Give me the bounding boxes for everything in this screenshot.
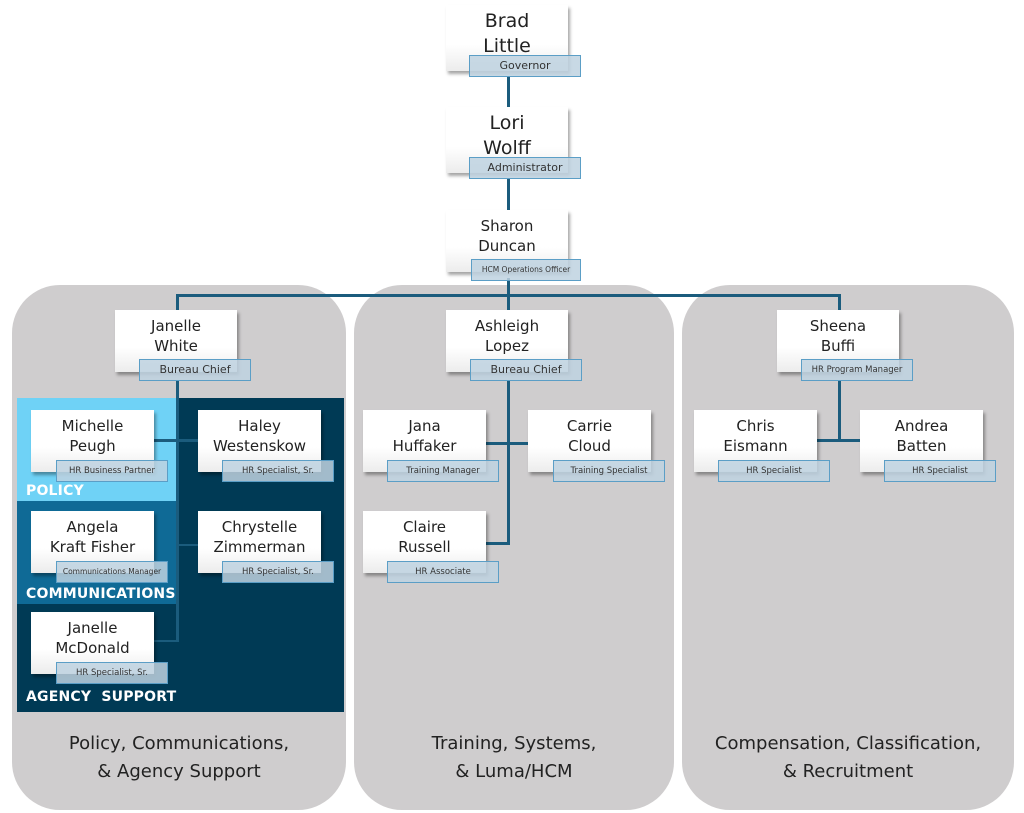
division-name: Policy, Communications,& Agency Support <box>68 733 290 782</box>
connector-line <box>486 442 528 445</box>
job-title-badge: Bureau Chief <box>470 359 582 381</box>
connector-line <box>838 294 841 310</box>
connector-line <box>154 640 179 642</box>
job-title-badge: HR Specialist <box>884 460 996 482</box>
connector-line <box>176 294 179 310</box>
connector-line <box>838 380 841 442</box>
connector-line <box>507 178 510 210</box>
job-title-badge: HR Associate <box>387 561 499 583</box>
job-title-badge: Training Manager <box>387 460 499 482</box>
connector-line <box>176 294 841 297</box>
job-title-badge: HR Specialist, Sr. <box>222 561 334 583</box>
job-title-badge: Administrator <box>469 157 581 179</box>
division-name: Compensation, Classification,& Recruitme… <box>714 733 982 782</box>
connector-line <box>817 439 860 442</box>
region-label-communications: COMMUNICATIONS <box>26 586 176 602</box>
division-name: Training, Systems,& Luma/HCM <box>431 733 597 782</box>
job-title-badge: HCM Operations Officer <box>471 259 581 281</box>
job-title-badge: HR Program Manager <box>801 359 913 381</box>
job-title-badge: Communications Manager <box>56 561 168 583</box>
connector-line <box>176 544 198 546</box>
job-title-badge: Bureau Chief <box>139 359 251 381</box>
job-title-badge: HR Specialist, Sr. <box>222 460 334 482</box>
connector-line <box>176 380 179 642</box>
job-title-badge: HR Specialist <box>718 460 830 482</box>
connector-line <box>507 380 510 545</box>
job-title-badge: HR Specialist, Sr. <box>56 662 168 684</box>
connector-line <box>507 76 510 108</box>
region-label-policy: POLICY <box>26 483 84 499</box>
job-title-badge: Training Specialist <box>553 460 665 482</box>
job-title-badge: Governor <box>469 55 581 77</box>
connector-line <box>154 439 198 442</box>
job-title-badge: HR Business Partner <box>56 460 168 482</box>
region-label-agency-support: AGENCY SUPPORT <box>26 689 177 705</box>
connector-line <box>486 542 510 545</box>
